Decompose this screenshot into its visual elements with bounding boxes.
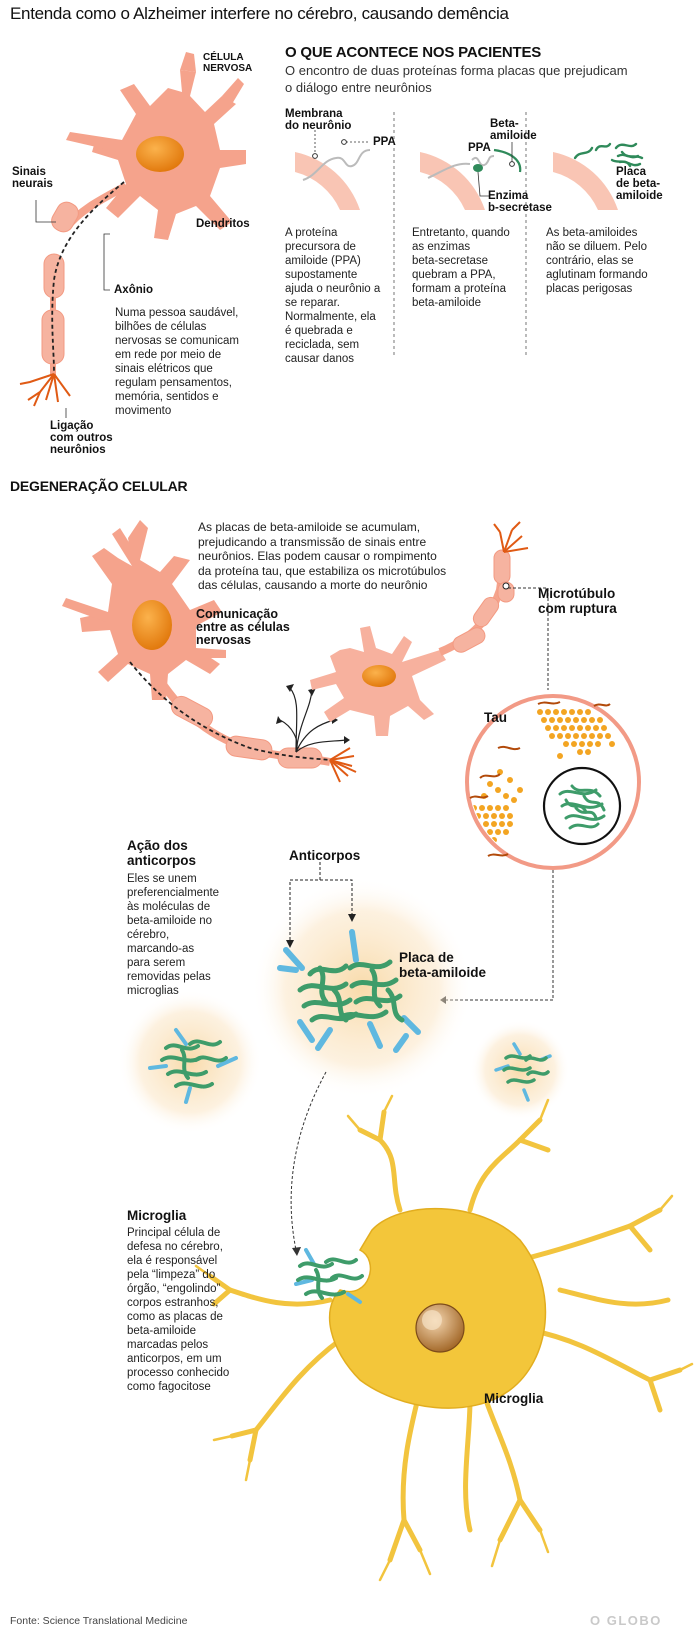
plaque-halo-center	[252, 878, 472, 1098]
communication-label: Comunicação entre as células nervosas	[196, 607, 290, 647]
neuron-left-terminal	[329, 747, 357, 783]
signals-label: Sinais neurais	[12, 166, 53, 190]
healthy-neuron-leaders	[35, 200, 110, 418]
plaque-left	[148, 1028, 238, 1104]
publisher-logo: O GLOBO	[590, 1613, 662, 1628]
patients-heading: O QUE ACONTECE NOS PACIENTES	[285, 44, 542, 61]
microtubule-label: Microtúbulo com ruptura	[538, 586, 617, 616]
neuron-right-nucleus	[362, 665, 396, 687]
step2-ppa-label: PPA	[468, 142, 491, 154]
neuron-right-terminal	[493, 521, 529, 553]
step3-text: As beta-amiloides não se diluem. Pelo co…	[546, 227, 648, 295]
step2-membrane	[420, 142, 522, 210]
antibody-leaders	[289, 862, 353, 942]
step2-text: Entretanto, quando as enzimas beta-secre…	[412, 227, 510, 309]
plaque-right	[494, 1042, 552, 1102]
source-note: Fonte: Science Translational Medicine	[10, 1615, 188, 1627]
step3-membrane	[553, 142, 644, 210]
plaque-label: Placa de beta-amiloide	[399, 950, 487, 980]
tau-label: Tau	[484, 710, 507, 725]
microglia-cell	[194, 1094, 694, 1582]
degeneration-text: As placas de beta-amiloide se acumulam, …	[198, 520, 447, 592]
step-dividers	[393, 112, 527, 356]
neuron-right-axon	[438, 549, 515, 656]
antibodies-label: Anticorpos	[289, 848, 361, 863]
plaque-to-microglia-arrowhead	[292, 1247, 301, 1256]
antibodies-text: Eles se unem preferencialmente às molécu…	[127, 873, 220, 997]
plaque-to-microglia-arrow	[290, 1071, 327, 1251]
microtubule-leader	[508, 587, 549, 690]
axon-terminal-healthy	[19, 373, 71, 407]
membrane-label: Membrana do neurônio	[285, 108, 352, 132]
tau-to-plaque-arrow	[446, 870, 554, 1001]
microglia-heading: Microglia	[127, 1208, 187, 1223]
page-title: Entenda como o Alzheimer interfere no cé…	[10, 4, 509, 23]
cell-label: CÉLULA NERVOSA	[203, 52, 253, 74]
degeneration-heading: DEGENERAÇÃO CELULAR	[10, 478, 188, 494]
healthy-neuron-nucleus	[136, 136, 184, 172]
microglia-text: Principal célula de defesa no cérebro, e…	[127, 1227, 230, 1393]
step1-ppa-label: PPA	[373, 136, 396, 148]
microglia-label: Microglia	[484, 1391, 544, 1406]
neuron-left-axon	[129, 661, 331, 769]
tau-circle	[465, 694, 641, 870]
healthy-axon	[41, 181, 128, 376]
step1-text: A proteína precursora de amiloide (PPA) …	[285, 227, 381, 365]
beta-amyloid-label: Beta- amiloide	[490, 118, 537, 142]
axon-label: Axônio	[114, 284, 153, 296]
dendrites-label: Dendritos	[196, 218, 250, 230]
enzyme-label: Enzima b-secretase	[488, 190, 552, 214]
engulfed-plaque	[294, 1248, 364, 1304]
neuron-description: Numa pessoa saudável, bilhões de células…	[115, 307, 239, 417]
link-label: Ligação com outros neurônios	[50, 420, 113, 456]
step1-membrane	[295, 130, 371, 210]
neuron-left-nucleus	[132, 600, 172, 650]
antibodies-heading: Ação dos anticorpos	[127, 838, 197, 868]
step3-plaque-label: Placa de beta- amiloide	[616, 166, 663, 202]
plaque-center	[277, 929, 421, 1053]
patients-intro: O encontro de duas proteínas forma placa…	[285, 63, 628, 95]
